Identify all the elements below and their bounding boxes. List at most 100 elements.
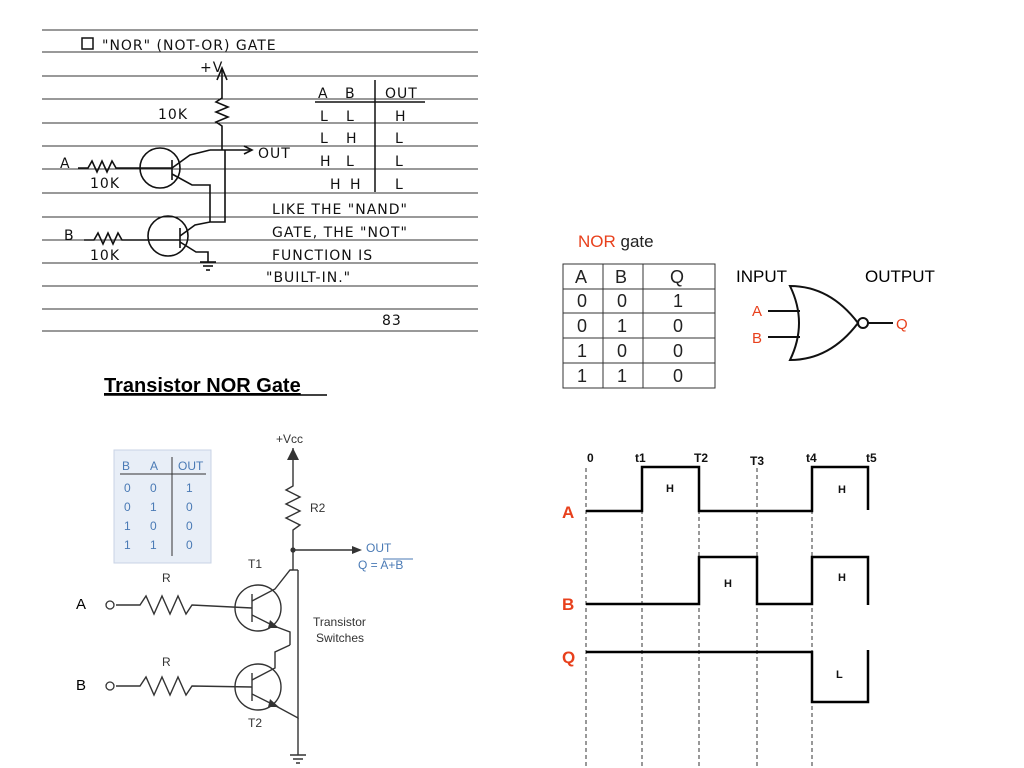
- b-high-2: H: [838, 572, 846, 584]
- t2-label: T2: [248, 716, 262, 730]
- time-label: 0: [587, 451, 594, 465]
- checkbox-icon: [81, 37, 94, 50]
- supply-label: +V: [200, 60, 223, 76]
- input-a-label: A: [60, 156, 71, 172]
- ct-cell: 1: [124, 519, 131, 533]
- switch-label-1: Transistor: [313, 615, 366, 629]
- note-line-1: LIKE THE "NAND": [272, 202, 408, 218]
- nor-cell: 0: [617, 291, 627, 311]
- nb-cell: H: [320, 154, 332, 170]
- ct-header-a: A: [150, 459, 158, 473]
- r-top-label: 10K: [158, 107, 188, 123]
- nor-cell: 1: [673, 291, 683, 311]
- nb-cell: L: [346, 109, 355, 125]
- timing-diagram: 0 t1 T2 T3 t4 t5 A B Q H H H H: [562, 451, 877, 768]
- circuit-truth-table: [113, 449, 212, 564]
- notebook-circuit: [78, 65, 254, 271]
- signal-a-label: A: [562, 503, 574, 522]
- nor-gate-title-red: NOR: [578, 232, 616, 251]
- transistor-circuit: B A OUT 0 0 1 0 1 0 1 0 0 1 1 0 +Vcc R2 …: [76, 432, 413, 764]
- nb-cell: L: [395, 154, 404, 170]
- nb-cell: H: [350, 177, 362, 193]
- input-a-terminal: [105, 600, 115, 610]
- circuit-input-b: B: [76, 677, 86, 694]
- r-a-label: R: [162, 571, 171, 585]
- nb-header-b: B: [345, 86, 356, 102]
- nor-cell: 0: [577, 316, 587, 336]
- note-line-2: GATE, THE "NOT": [272, 225, 408, 241]
- note-line-4: "BUILT-IN.": [266, 270, 351, 286]
- time-label: T2: [694, 451, 708, 465]
- ct-cell: 0: [124, 481, 131, 495]
- nb-cell: L: [320, 109, 329, 125]
- ct-cell: 0: [186, 500, 193, 514]
- r-b-label: 10K: [90, 248, 120, 264]
- input-b-label: B: [64, 228, 75, 244]
- nor-header-a: A: [575, 267, 587, 287]
- time-label: t5: [866, 451, 877, 465]
- time-label: t4: [806, 451, 817, 465]
- a-high-2: H: [838, 484, 846, 496]
- ct-cell: 0: [150, 481, 157, 495]
- vcc-label: +Vcc: [276, 432, 303, 446]
- ct-cell: 1: [150, 500, 157, 514]
- signal-b-label: B: [562, 595, 574, 614]
- nb-cell: L: [346, 154, 355, 170]
- output-label: OUTPUT: [865, 267, 935, 286]
- nb-cell: L: [395, 177, 404, 193]
- nor-header-q: Q: [670, 267, 684, 287]
- input-b-terminal: [105, 681, 115, 691]
- nor-gate-title-rest: gate: [616, 232, 654, 251]
- t2-emitter-arrow-icon: [268, 699, 279, 707]
- signal-a-trace: [586, 465, 870, 513]
- note-line-3: FUNCTION IS: [272, 248, 373, 264]
- time-label: t1: [635, 451, 646, 465]
- ct-header-b: B: [122, 459, 130, 473]
- r2-label: R2: [310, 501, 326, 515]
- r-a-label: 10K: [90, 176, 120, 192]
- input-label: INPUT: [736, 267, 787, 286]
- nor-header-b: B: [615, 267, 627, 287]
- ct-cell: 1: [186, 481, 193, 495]
- signal-q-trace: [586, 650, 870, 704]
- nor-cell: 1: [617, 316, 627, 336]
- out-junction: [290, 547, 296, 553]
- gate-input-b: B: [752, 330, 762, 347]
- circuit-out-equation: Q = A+B: [358, 558, 403, 572]
- nor-gate-symbol: [768, 284, 893, 362]
- nb-header-a: A: [318, 86, 329, 102]
- circuit-input-a: A: [76, 596, 86, 613]
- ct-header-out: OUT: [178, 459, 204, 473]
- nor-cell: 1: [577, 341, 587, 361]
- signal-q-label: Q: [562, 648, 575, 667]
- gate-output-q: Q: [896, 316, 908, 333]
- ct-cell: 0: [150, 519, 157, 533]
- section-title: Transistor NOR Gate: [104, 375, 301, 397]
- notebook-page: "NOR" (NOT-OR) GATE +V 10K A 10K B 10K O…: [42, 29, 478, 332]
- nb-header-out: OUT: [385, 86, 418, 102]
- nor-cell: 0: [673, 341, 683, 361]
- signal-b-trace: [586, 555, 870, 606]
- nor-cell: 0: [673, 316, 683, 336]
- nor-cell: 1: [617, 366, 627, 386]
- vcc-arrow-icon: [287, 448, 299, 460]
- b-high-1: H: [724, 578, 732, 590]
- nor-cell: 0: [577, 291, 587, 311]
- nb-cell: L: [395, 131, 404, 147]
- output-label: OUT: [258, 146, 291, 162]
- notebook-heading: "NOR" (NOT-OR) GATE: [102, 38, 277, 54]
- nb-cell: H: [330, 177, 342, 193]
- ct-cell: 0: [186, 538, 193, 552]
- gate-input-a: A: [752, 303, 762, 320]
- nb-cell: H: [346, 131, 358, 147]
- nb-cell: H: [395, 109, 407, 125]
- t1-emitter-arrow-icon: [268, 620, 279, 628]
- switch-label-2: Switches: [316, 631, 364, 645]
- notebook-truth-table: A B OUT L L H L H L H L L H H L: [315, 80, 425, 193]
- nor-cell: 0: [617, 341, 627, 361]
- ct-cell: 0: [186, 519, 193, 533]
- q-low: L: [836, 669, 843, 681]
- ct-cell: 0: [124, 500, 131, 514]
- nor-symbol-panel: NOR gate A B Q 0 0 1 0 1 0 1 0 0 1 1 0 I…: [562, 232, 935, 389]
